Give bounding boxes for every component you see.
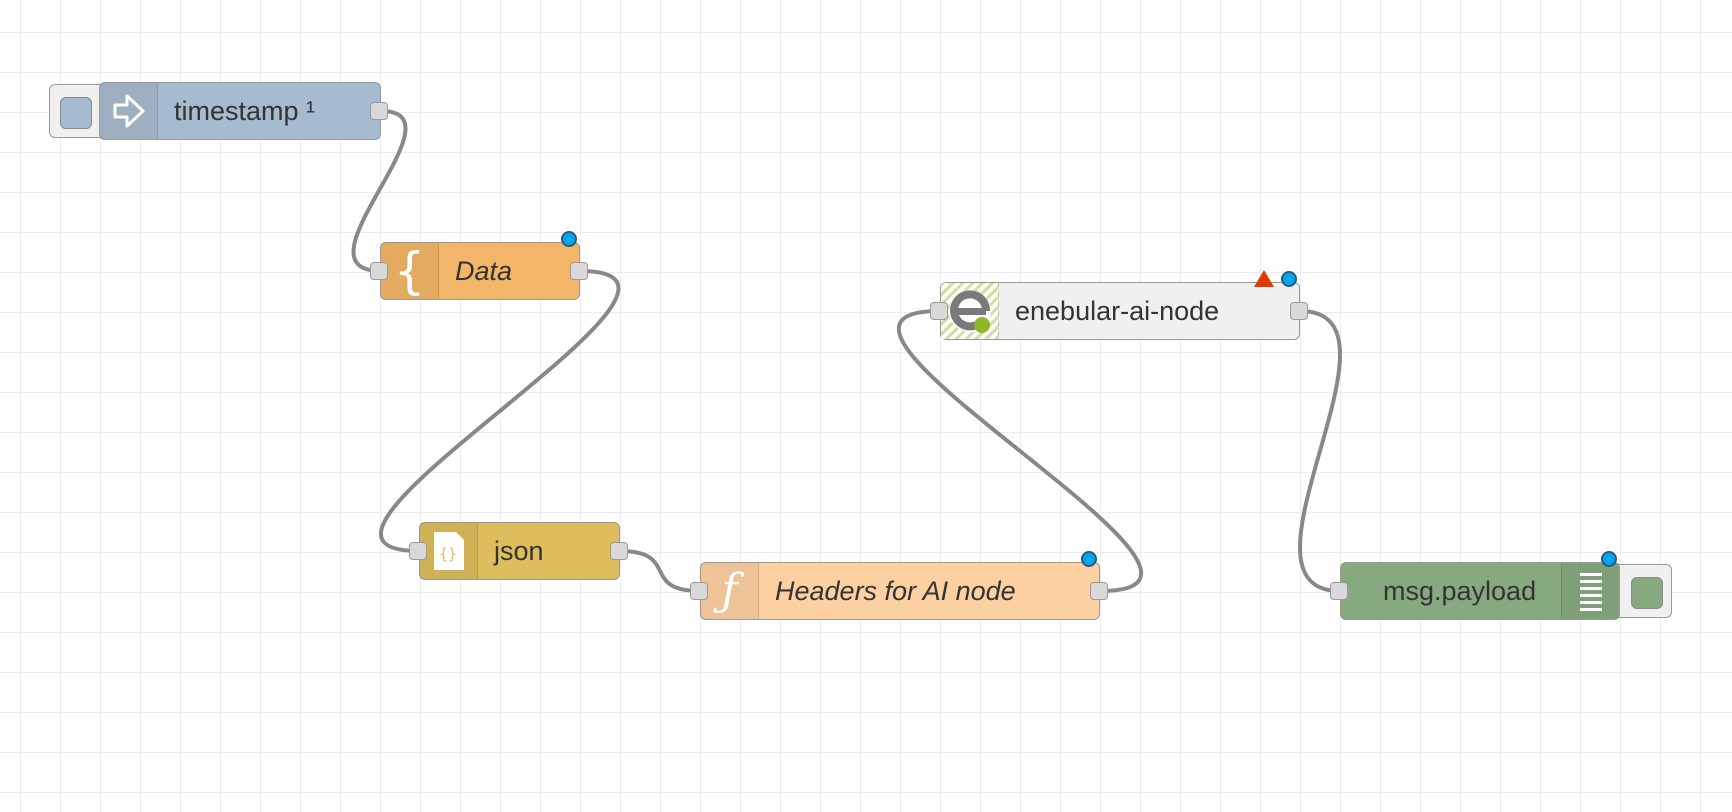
brace-icon: { [381,243,439,299]
json-node[interactable]: {} json [419,522,620,580]
changed-indicator-dot [561,231,577,247]
enebular-ai-node[interactable]: enebular-ai-node [940,282,1300,340]
wire-enebular-to-debug[interactable] [1298,309,1342,593]
wire-data-to-json[interactable] [379,269,621,553]
changed-indicator-dot [1281,271,1297,287]
json-file-icon: {} [420,523,478,579]
inject-trigger-inner [60,97,92,129]
function-node[interactable]: ƒ Headers for AI node [700,562,1100,620]
svg-text:{}: {} [438,545,456,563]
node-label: timestamp ¹ [174,95,316,126]
output-port[interactable] [1090,582,1108,600]
inject-node[interactable]: timestamp ¹ [99,82,381,140]
node-label: Data [455,255,513,286]
output-port[interactable] [610,542,628,560]
input-port[interactable] [930,302,948,320]
output-port[interactable] [570,262,588,280]
debug-list-icon [1561,563,1619,619]
warning-icon [1254,270,1274,287]
inject-trigger-button[interactable] [49,84,109,138]
input-port[interactable] [409,542,427,560]
input-port[interactable] [370,262,388,280]
debug-node[interactable]: msg.payload [1340,562,1620,620]
node-label: json [494,535,544,566]
wire-json-to-function[interactable] [619,549,701,593]
output-port[interactable] [370,102,388,120]
wire-function-to-enebular[interactable] [896,309,1144,593]
change-node[interactable]: { Data [380,242,580,300]
arrow-in-icon [100,83,158,139]
debug-toggle-inner [1631,577,1663,609]
node-label: enebular-ai-node [1015,295,1220,326]
function-icon: ƒ [701,563,759,619]
input-port[interactable] [690,582,708,600]
enebular-logo-icon [941,283,999,339]
changed-indicator-dot [1601,551,1617,567]
node-label: Headers for AI node [775,575,1016,606]
node-label: msg.payload [1383,575,1537,606]
wire-inject-to-data[interactable] [351,109,408,273]
output-port[interactable] [1290,302,1308,320]
changed-indicator-dot [1081,551,1097,567]
input-port[interactable] [1330,582,1348,600]
